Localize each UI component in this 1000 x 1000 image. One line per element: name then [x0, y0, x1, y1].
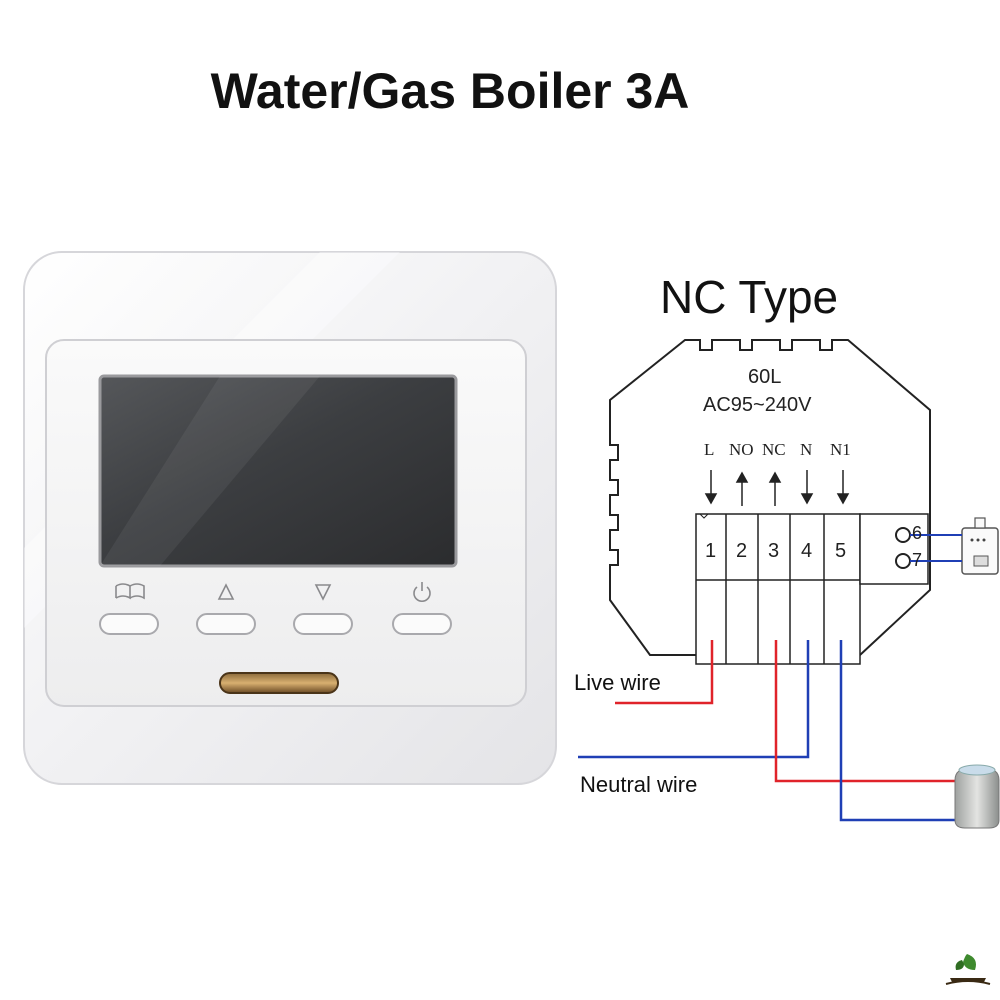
terminal-block [695, 513, 929, 665]
live-wire-line [615, 640, 714, 705]
up-triangle-icon [217, 583, 235, 600]
terminal-label-n: N [800, 440, 813, 459]
live-wire-label: Live wire [574, 670, 661, 695]
boiler-device-icon [961, 517, 999, 575]
menu-button[interactable] [99, 583, 159, 635]
terminal-label-l: L [704, 440, 715, 459]
aux-terminal-7: 7 [912, 550, 923, 570]
valve-actuator-icon [954, 764, 1000, 829]
control-buttons [99, 582, 452, 635]
diagram-title: NC Type [660, 271, 839, 323]
terminal-number-1: 1 [705, 540, 717, 562]
aux-terminal-6: 6 [912, 523, 923, 543]
wiring-diagram [578, 339, 1000, 829]
terminal-label-n1: N1 [830, 440, 851, 459]
voltage-label: AC95~240V [703, 394, 812, 416]
page-title: Water/Gas Boiler 3A [210, 63, 690, 119]
book-icon [115, 583, 145, 600]
terminal-number-4: 4 [801, 540, 813, 562]
thermostat-device [23, 251, 557, 785]
neutral-wire-label: Neutral wire [580, 772, 698, 797]
terminal-number-5: 5 [835, 540, 847, 562]
down-button[interactable] [293, 584, 353, 635]
n1-wire-line [839, 640, 955, 822]
terminal-number-2: 2 [736, 540, 748, 562]
terminal-arrows [704, 470, 850, 506]
terminal-number-3: 3 [768, 540, 780, 562]
lcd-screen [98, 374, 458, 568]
terminal-label-no: NO [729, 440, 754, 459]
power-icon [413, 582, 431, 602]
neutral-wire-line [578, 640, 810, 759]
indicator-slot [219, 672, 339, 694]
nc-wire-line [774, 640, 955, 783]
aux-terminal-6-circle [895, 527, 911, 543]
brand-logo [945, 954, 991, 985]
up-button[interactable] [196, 583, 256, 635]
model-label: 60L [748, 366, 782, 388]
leaf-icon [963, 954, 976, 970]
terminal-label-nc: NC [762, 440, 786, 459]
down-triangle-icon [314, 584, 332, 601]
power-button[interactable] [392, 582, 452, 635]
aux-terminal-7-circle [895, 553, 911, 569]
